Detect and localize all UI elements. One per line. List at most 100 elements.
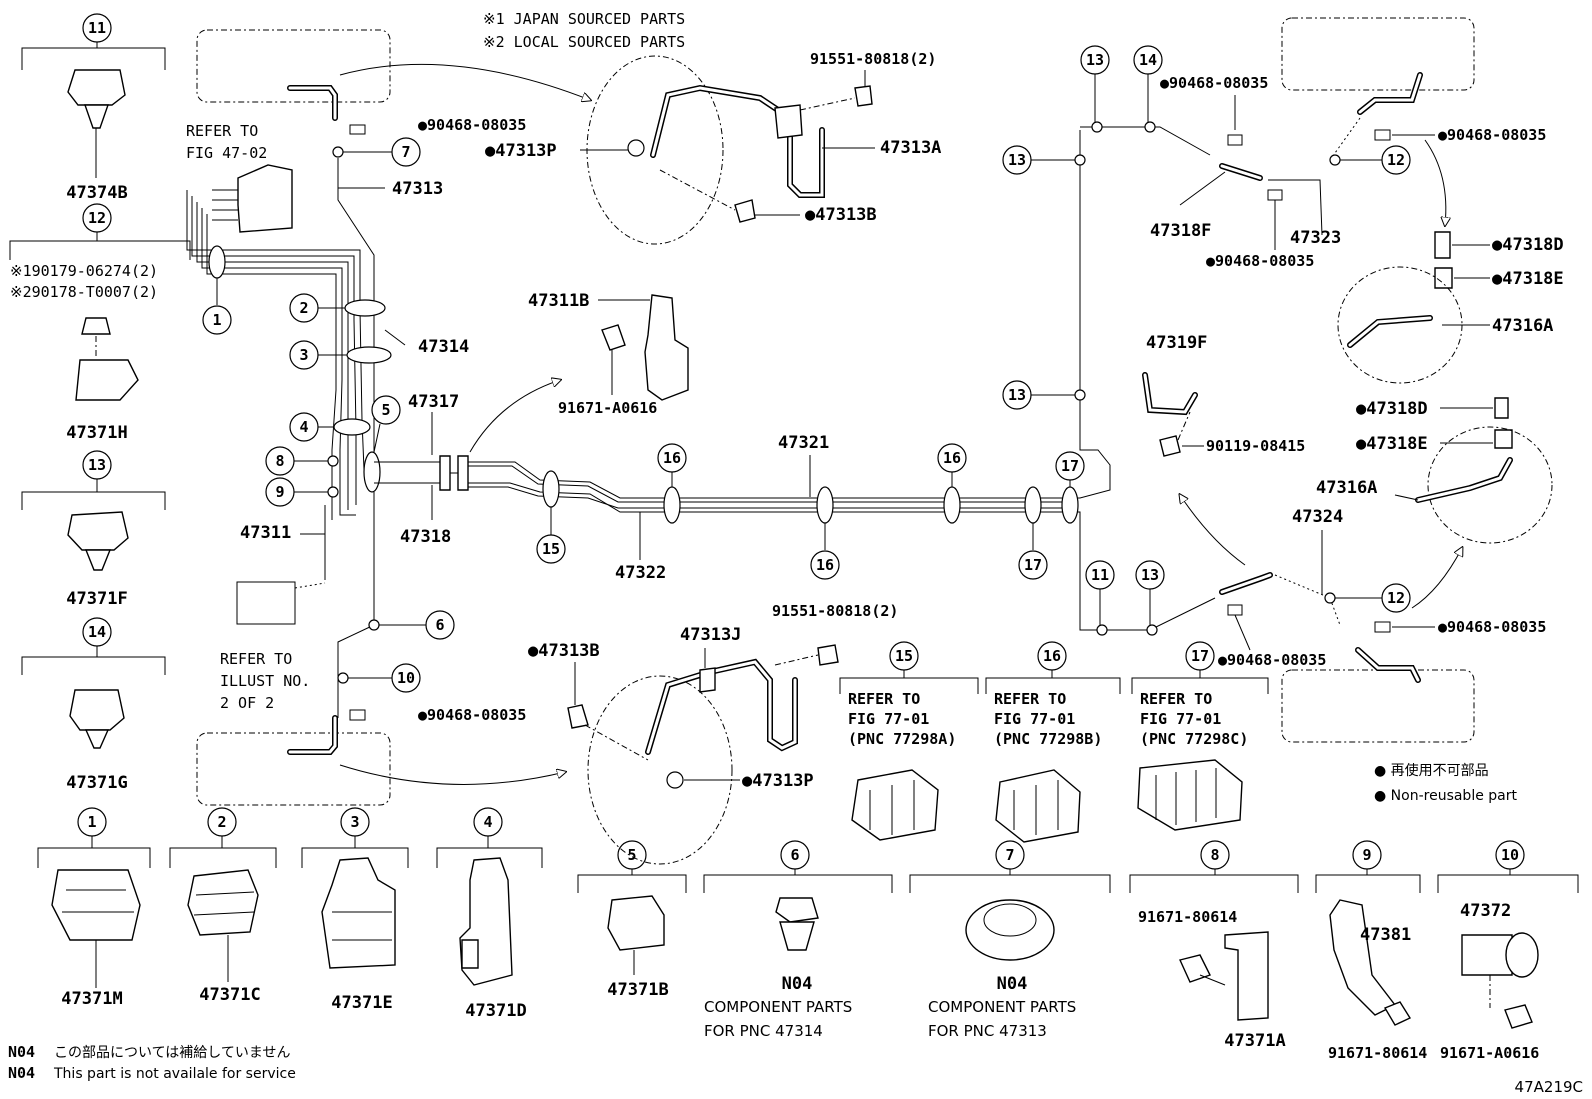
bottom-group-6: 6 N04 COMPONENT PARTS FOR PNC 47314 [703,840,893,1040]
callout-15-main: 15 [542,540,560,558]
left-group-14: 14 47371G [21,617,166,793]
part-47318E-b: ●47318E [1356,434,1428,454]
actuator-icon [237,164,293,233]
callout-14-r: 14 [1139,51,1157,69]
callout-6: 6 [790,846,799,864]
callout-17-ref: 17 [1191,647,1209,665]
refer-illust-line3: 2 OF 2 [220,694,274,712]
component-parts-b-line2: FOR PNC 47313 [928,1022,1047,1040]
grommet-icon [965,899,1055,961]
part-47313: 47313 [392,179,443,199]
callout-16-a: 16 [663,449,681,467]
clip-47371B-icon [607,895,665,951]
n04-en-code: N04 [8,1064,35,1082]
bracket-47381-icon [1329,899,1397,1016]
bottom-group-5: 5 47371B [577,840,687,1000]
part-91671-80614-a: 91671-80614 [1138,908,1237,926]
part-47318F: 47318F [1150,221,1211,241]
part-91671-A0616: 91671-A0616 [558,399,657,417]
bolt-icon [1179,954,1211,983]
part-47311B: 47311B [528,291,589,311]
clip-47371M-icon [51,869,141,941]
part-47371C: 47371C [199,985,260,1005]
part-47313J: 47313J [680,625,741,645]
n04-jp-text: この部品については補給していません [54,1045,290,1061]
callout-10: 10 [1501,846,1519,864]
clamp-77298B-icon [995,769,1081,843]
bottom-group-2: 2 47371C [169,807,277,1005]
nut-47318E-b-icon [1494,429,1513,449]
callout-16-b: 16 [816,556,834,574]
callout-13-r-a: 13 [1086,51,1104,69]
clamp-ref-15: 15 REFER TO FIG 77-01 (PNC 77298A) [839,641,979,841]
part-47371G: 47371G [66,773,127,793]
callout-8-main: 8 [275,452,284,470]
part-47371H: 47371H [66,423,127,443]
callout-14: 14 [88,623,106,641]
callout-6-main: 6 [435,616,444,634]
callout-7: 7 [1005,846,1014,864]
callout-5: 5 [627,846,636,864]
part-47313A: 47313A [880,138,941,158]
clamp-47372-icon [1461,934,1513,976]
refer-illust-line2: ILLUST NO. [220,672,310,690]
bottom-group-7: 7 N04 COMPONENT PARTS FOR PNC 47313 [909,840,1111,1040]
part-47313P-bot: ●47313P [742,771,814,791]
callout-13-r-b: 13 [1008,151,1026,169]
part-47318E-a: ●47318E [1492,269,1564,289]
clamp-77298A-icon [851,769,939,841]
bottom-group-8: 8 91671-80614 47371A [1129,840,1299,1051]
nut-icon [81,317,111,335]
refer-illust-line1: REFER TO [220,650,292,668]
part-47381: 47381 [1360,925,1411,945]
component-parts-b-line1: COMPONENT PARTS [928,998,1076,1016]
part-47314: 47314 [418,337,469,357]
bottom-group-3: 3 47371E [301,807,409,1013]
part-47322: 47322 [615,563,666,583]
bolt-91551-top-icon [854,85,873,107]
clip-47371F-icon [67,511,129,551]
part-47371D: 47371D [465,1001,526,1021]
part-47316A-a: 47316A [1492,316,1553,336]
part-47318D-b: ●47318D [1356,399,1428,419]
left-group-12: 12 ※190179-06274(2) ※290178-T0007(2) 473… [9,203,191,443]
left-group-13: 13 47371F [21,450,166,609]
part-47374B: 47374B [66,183,127,203]
bottom-group-4: 4 47371D [436,807,543,1021]
legend-en: ● Non-reusable part [1374,788,1517,804]
part-47371E: 47371E [331,993,392,1013]
part-47311: 47311 [240,523,291,543]
callout-3: 3 [350,813,359,831]
ref15-line3: (PNC 77298A) [848,730,956,748]
clip-47371E-icon [321,857,396,969]
callout-13: 13 [88,456,106,474]
part-47371A: 47371A [1224,1031,1285,1051]
detail-box-top-left [196,29,391,103]
bolt-47313B-top-icon [734,199,756,223]
part-47317: 47317 [408,392,459,412]
part-47371M: 47371M [61,989,122,1009]
part-47371B: 47371B [607,980,668,1000]
callout-3-main: 3 [299,346,308,364]
part-47371F: 47371F [66,589,127,609]
clip-47371C-icon [187,869,259,936]
bolt-47318D-b-icon [1494,397,1509,419]
part-91671-80614-b: 91671-80614 [1328,1044,1427,1062]
detail-circle-bottom [587,675,733,865]
nut-47318E-a-icon [1434,267,1453,289]
callout-16-c: 16 [943,449,961,467]
detail-box-bottom-right [1281,669,1475,743]
bottom-group-10: 10 47372 91671-A0616 [1437,840,1579,1062]
part-47372: 47372 [1460,901,1511,921]
n04-a: N04 [782,974,813,994]
union-connector-icon [439,455,451,491]
bottom-group-1: 1 47371M [37,807,151,1009]
clip-47371G-icon [69,689,125,731]
refer-illust-box [236,581,296,625]
part-91551-80818-bot: 91551-80818(2) [772,602,898,620]
callout-2-main: 2 [299,299,308,317]
n04-jp-code: N04 [8,1043,35,1061]
part-47319F: 47319F [1146,333,1207,353]
part-91671-A0616-b: 91671-A0616 [1440,1044,1539,1062]
